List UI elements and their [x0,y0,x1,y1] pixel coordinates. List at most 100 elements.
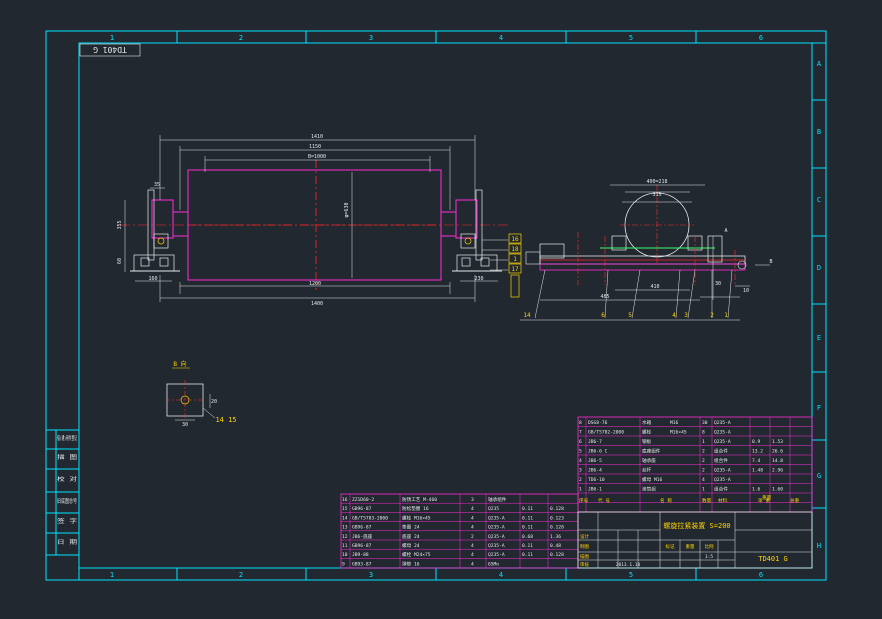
parts-cell: GB96-87 [352,543,372,549]
parts-cell: 6 [579,439,582,445]
zone-label-bottom: 2 [239,571,243,579]
zone-label-top: 4 [499,34,503,42]
parts-header: 数量 [702,497,712,504]
parts-cell: 底座组件 [642,448,661,455]
parts-cell: JB6-1 [588,487,602,493]
parts-header: 名 称 [660,497,672,504]
parts-cell: 组合件 [714,448,728,455]
parts-cell: 0.11 [522,506,533,512]
parts-cell: 4 [579,458,582,464]
parts-cell: 4 [471,552,474,558]
parts-cell: 26.6 [772,449,783,455]
parts-cell: 1.53 [772,439,783,445]
parts-cell: GB/T5782-2000 [588,430,624,436]
zone-label-top: 3 [369,34,373,42]
parts-cell: 防松垫圈 16 [402,505,429,512]
parts-cell: 0.11 [522,525,533,531]
parts-cell: 8 [702,430,705,436]
parts-cell: Q235-A [488,515,505,521]
zone-label-top: 2 [239,34,243,42]
parts-cell: Q235-A [488,525,505,531]
balloon: 16 [511,236,519,243]
parts-cell: 14.8 [772,458,783,464]
dim-left-small: 35 [154,182,160,188]
parts-cell: 11 [342,543,348,549]
parts-cell: 滚筒组 [642,486,656,493]
detail-dim-height: 20 [211,399,217,405]
dim-drum-dia: φ=630 [344,202,350,217]
zone-label-bottom: 6 [759,571,763,579]
parts-cell: GB93-87 [352,561,372,567]
title-block-small-label: 重量 [686,543,695,550]
zone-label-right: C [817,196,821,204]
balloon: 3 [684,312,688,319]
parts-cell: 14 [342,515,348,521]
detail-balloon: 14 15 [215,416,236,424]
parts-cell: 0.128 [550,525,564,531]
detail-view: B 向 30 20 14 15 [165,360,237,428]
title-block-small-label: 比例 [705,543,714,550]
parts-cell: 2 [702,468,705,474]
title-block-label: 制图 [580,543,589,550]
front-view: 1410 1150 B=1000 φ=630 35 355 60 1200 14… [117,134,522,307]
parts-cell: Q235-A [714,468,731,474]
parts-cell: 4 [702,477,705,483]
parts-cell: 0.11 [522,552,533,558]
parts-cell: 2 [702,449,705,455]
left-strip-label: 旧底图总号 [57,497,77,505]
zone-label-right: H [817,542,821,550]
zone-label-right: D [817,264,821,272]
parts-cell: 螺栓 M16×45 [402,514,431,521]
parts-cell: Q235-A [488,534,505,540]
parts-cell: 4 [471,515,474,521]
parts-cell: JB6-4 [588,468,602,474]
left-strip-label: 校 对 [57,475,78,483]
parts-cell: 0.11 [522,543,533,549]
zone-label-right: A [817,60,822,68]
parts-cell: Q235-A [714,430,731,436]
parts-header: 代 号 [598,497,610,504]
balloon: 14 [523,312,531,319]
parts-cell: 65Mn [488,561,499,567]
parts-cell: 2 [702,458,705,464]
parts-cell: 螺栓 M24×75 [402,551,431,558]
parts-cell: 1 [702,487,705,493]
zone-label-right: F [817,404,821,412]
dim-side-small-b: 10 [743,288,749,294]
parts-cell: 4 [471,543,474,549]
parts-cell: 1.6 [752,487,761,493]
parts-cell: Q235-A [714,439,731,445]
parts-cell: M16 [670,420,679,426]
parts-cell: Q235-A [488,552,505,558]
zone-label-right: G [817,472,821,480]
parts-cell: JB6-底座 [352,533,373,540]
drawing-number: TD401 G [758,555,788,563]
parts-cell: Q235-A [488,543,505,549]
parts-cell: Q235-A [714,420,731,426]
parts-cell: 底座 24 [402,533,420,540]
dim-overall-top: 1410 [311,134,323,140]
parts-header: 序号 [579,497,589,504]
dim-side-small-a: 30 [715,281,721,287]
zone-label-bottom: 5 [629,571,633,579]
zone-label-right: E [817,334,821,342]
parts-cell: 0.48 [550,543,561,549]
parts-cell: Q235 [488,506,499,512]
parts-cell: 2 [471,534,474,540]
parts-cell: 13 [342,525,348,531]
parts-cell: 7 [579,430,582,436]
left-strip-label: 日 期 [57,539,78,546]
parts-cell: 水箱 [642,419,652,426]
zone-label-top: 6 [759,34,763,42]
drawing-title: 螺旋拉紧装置 S=200 [663,521,730,530]
zone-label-top: 5 [629,34,633,42]
parts-cell: 1.48 [752,468,763,474]
dim-left-vert: 355 [117,220,123,229]
parts-cell: 组合件 [714,486,728,493]
parts-cell: 1.60 [772,487,783,493]
parts-cell: 轴承组件 [488,496,507,503]
parts-cell: 垫圈 24 [402,524,420,531]
